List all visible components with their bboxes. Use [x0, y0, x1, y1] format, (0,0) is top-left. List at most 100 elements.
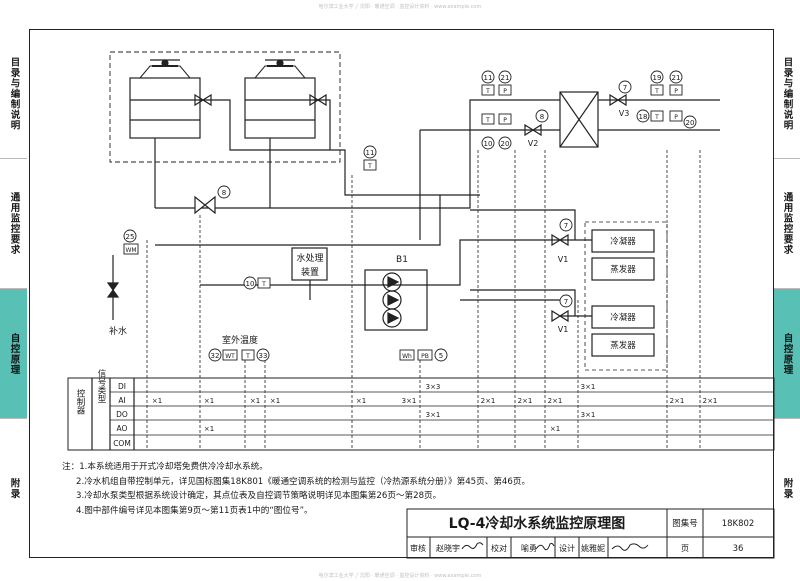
svg-text:Wh: Wh: [402, 353, 412, 360]
svg-text:3×1: 3×1: [581, 383, 596, 391]
design-label: 设计: [559, 543, 575, 553]
drawing-title: LQ-4冷却水系统监控原理图: [449, 515, 626, 532]
svg-text:11: 11: [366, 149, 375, 157]
right-tab-label: 目录与编制说明: [781, 56, 793, 131]
svg-text:信号类型: 信号类型: [96, 368, 106, 403]
svg-text:7: 7: [623, 84, 627, 92]
cooling-tower-1: [129, 59, 201, 139]
condenser-2: [591, 305, 655, 329]
left-tab-appendix[interactable]: 附录: [0, 419, 27, 558]
pump-group-enclosure: [364, 269, 428, 331]
label-water-treatment-2: 装置: [301, 266, 319, 278]
left-tab-label: 附录: [8, 478, 20, 499]
svg-text:×1: ×1: [204, 397, 214, 405]
label-v1-bottom: V1: [558, 325, 569, 334]
svg-text:20: 20: [501, 140, 510, 148]
svg-text:19: 19: [653, 74, 662, 82]
svg-text:T: T: [654, 88, 659, 95]
svg-text:×1: ×1: [152, 397, 162, 405]
checker-signature: [535, 542, 555, 551]
condenser-1: [591, 229, 655, 253]
svg-text:3×1: 3×1: [581, 411, 596, 419]
svg-text:18: 18: [639, 113, 648, 121]
cooling-tower-2: [244, 59, 316, 139]
svg-text:3×1: 3×1: [402, 397, 417, 405]
page-label: 页: [681, 544, 689, 553]
label-v1-top: V1: [558, 255, 569, 264]
top-watermark: 哈尔滨工业大学 ╱ 沈阳 · 暖通空调 · 监控设计资料 · www.examp…: [318, 4, 482, 10]
right-tab-requirements[interactable]: 通用监控要求: [773, 159, 800, 289]
note-3: 3.冷却水泵类型根据系统设计确定，其点位表及自控调节策略说明详见本图集第26页～…: [76, 491, 442, 502]
svg-text:AO: AO: [117, 424, 128, 433]
svg-text:T: T: [245, 353, 250, 360]
svg-text:2×1: 2×1: [481, 397, 496, 405]
svg-text:2×1: 2×1: [518, 397, 533, 405]
right-tab-label: 附录: [781, 478, 793, 499]
svg-text:7: 7: [564, 222, 568, 230]
designer-name: 姚雅妮: [581, 543, 605, 553]
checker-name: 喻勇: [521, 543, 537, 553]
title-block: [406, 508, 775, 559]
label-evaporator-2: 蒸发器: [610, 340, 636, 351]
left-tab-requirements[interactable]: 通用监控要求: [0, 159, 27, 289]
svg-text:PB: PB: [421, 353, 429, 360]
label-v2: V2: [528, 139, 539, 148]
svg-text:AI: AI: [118, 396, 125, 405]
review-label: 审核: [410, 543, 426, 553]
bottom-watermark: 哈尔滨工业大学 ╱ 沈阳 · 暖通空调 · 监控设计资料 · www.examp…: [318, 573, 482, 579]
svg-text:×1: ×1: [250, 397, 260, 405]
svg-text:7: 7: [564, 298, 568, 306]
svg-text:20: 20: [686, 119, 695, 127]
label-condenser-1: 冷凝器: [610, 236, 636, 247]
atlas-label: 图集号: [672, 518, 698, 529]
label-pump-group: B1: [396, 255, 408, 265]
svg-text:WM: WM: [125, 247, 136, 254]
svg-text:T: T: [654, 114, 659, 121]
right-tab-label: 自控原理: [781, 332, 793, 375]
notes-block: 注：1.本系统适用于开式冷却塔免费供冷冷却水系统。 2.冷水机组自带控制单元，详…: [62, 460, 530, 518]
right-tab-appendix[interactable]: 附录: [773, 419, 800, 558]
note-1: 注：1.本系统适用于开式冷却塔免费供冷冷却水系统。: [62, 462, 268, 472]
right-tab-control-principle[interactable]: 自控原理: [773, 289, 800, 419]
svg-text:32: 32: [211, 352, 220, 360]
svg-text:T: T: [485, 88, 490, 95]
svg-text:10: 10: [246, 280, 255, 288]
svg-text:2×1: 2×1: [670, 397, 685, 405]
left-tab-strip: 目录与编制说明 通用监控要求 自控原理 附录: [0, 29, 27, 558]
designer-signature: [611, 543, 649, 551]
label-outdoor-temp: 室外温度: [222, 334, 258, 346]
svg-text:8: 8: [540, 113, 544, 121]
page-number: 36: [733, 544, 744, 554]
svg-text:11: 11: [484, 74, 493, 82]
note-2: 2.冷水机组自带控制单元，详见国标图集18K801《暖通空调系统的检测与监控（冷…: [76, 476, 531, 487]
svg-text:T: T: [261, 281, 266, 288]
label-makeup-water: 补水: [109, 325, 127, 337]
svg-text:2×1: 2×1: [548, 397, 563, 405]
left-tab-control-principle[interactable]: 自控原理: [0, 289, 27, 419]
note-4: 4.图中部件编号详见本图集第9页～第11页表1中的“图位号”。: [76, 505, 313, 516]
svg-text:T: T: [485, 117, 490, 124]
label-water-treatment-1: 水处理: [296, 252, 323, 264]
svg-text:2×1: 2×1: [703, 397, 718, 405]
cooling-tower-enclosure: [109, 51, 341, 163]
svg-text:P: P: [674, 114, 678, 121]
reviewer-signature: [461, 542, 484, 550]
svg-text:×1: ×1: [550, 425, 560, 433]
svg-text:DI: DI: [118, 382, 126, 391]
right-tab-strip: 目录与编制说明 通用监控要求 自控原理 附录: [773, 29, 800, 558]
svg-text:10: 10: [484, 140, 493, 148]
svg-text:T: T: [367, 163, 372, 170]
left-tab-contents[interactable]: 目录与编制说明: [0, 29, 27, 159]
svg-text:8: 8: [222, 189, 226, 197]
pump-3: [382, 308, 402, 328]
svg-text:WT: WT: [225, 353, 235, 360]
right-tab-contents[interactable]: 目录与编制说明: [773, 29, 800, 159]
reviewer-name: 赵晓宇: [436, 543, 460, 553]
svg-text:×1: ×1: [356, 397, 366, 405]
svg-text:P: P: [674, 88, 678, 95]
svg-text:×1: ×1: [204, 425, 214, 433]
drawing-frame: [29, 29, 774, 558]
instrument-wt32: [208, 348, 222, 362]
svg-text:3×3: 3×3: [426, 383, 441, 391]
